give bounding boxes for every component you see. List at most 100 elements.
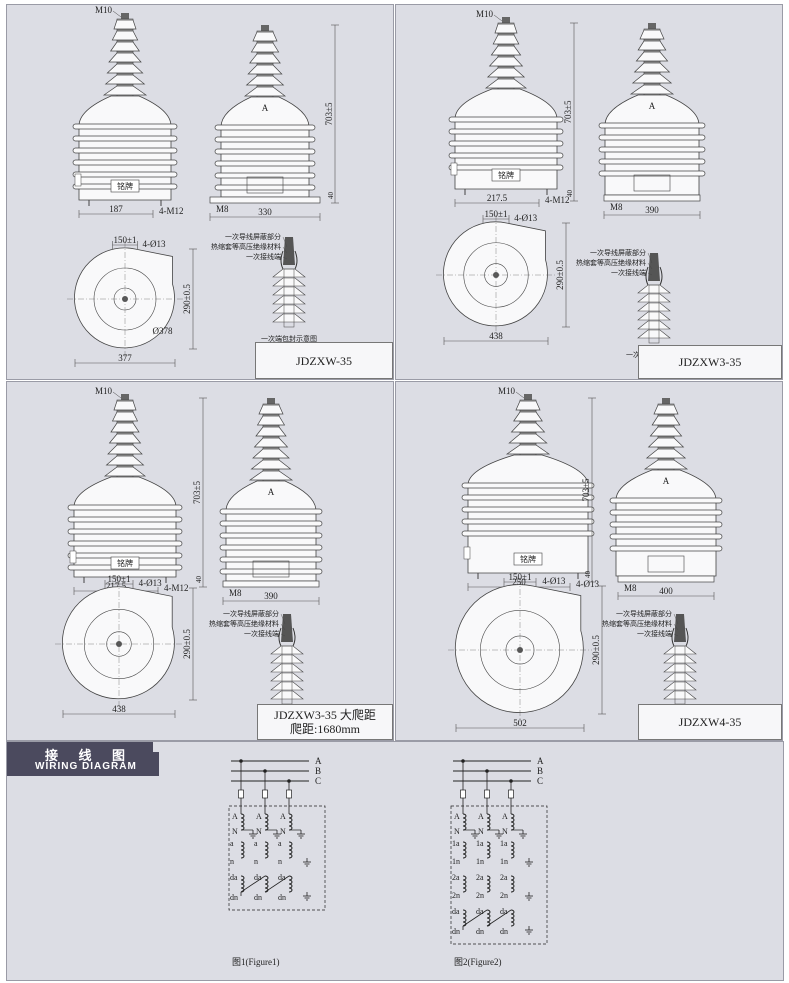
secondary-terminal-label: a: [254, 839, 258, 848]
encapsulation-note: 热缩套等高压绝缘材料: [209, 619, 279, 628]
model-name: JDZXW3-35 大爬距: [274, 708, 376, 722]
tab-width-dim: 150±1: [112, 235, 138, 249]
phase-letter-a: A: [649, 101, 656, 111]
residual-winding: [486, 909, 491, 927]
sketch-shed: [663, 663, 697, 673]
body-shed: [219, 532, 323, 539]
encapsulation-note: 一次导线屏蔽部分: [223, 609, 279, 618]
phase-label: B: [315, 766, 321, 776]
terminal-label-m10: M10: [476, 9, 494, 19]
body-shed: [461, 494, 595, 501]
residual-terminal-label: da: [500, 907, 508, 916]
body-shed: [219, 544, 323, 551]
shed: [110, 422, 140, 433]
shed: [488, 56, 524, 67]
primary-terminal-label: A: [256, 812, 262, 821]
primary-winding: [486, 813, 491, 831]
nameplate: [513, 552, 543, 566]
base-height-label: 40: [327, 192, 335, 200]
body-shed: [214, 148, 316, 155]
terminal-box: [463, 546, 471, 560]
residual-winding: [264, 875, 269, 893]
side-base-width-dim: 390: [222, 591, 320, 605]
terminal-box: [69, 550, 77, 564]
shed: [104, 74, 146, 85]
dimension-label: 290±0.5: [555, 260, 565, 290]
secondary-terminal-label: a: [230, 839, 234, 848]
phase-label: C: [315, 776, 321, 786]
sketch-shed: [637, 329, 671, 339]
front-insulator: [103, 394, 147, 478]
note-leader: [647, 272, 653, 276]
sketch-shed: [663, 645, 697, 655]
figure-2-caption: 图2(Figure2): [454, 957, 502, 967]
terminal-cap: [261, 25, 269, 32]
shed: [486, 67, 526, 78]
body-shed: [609, 521, 723, 528]
side-body: [609, 469, 723, 577]
body-shed: [609, 533, 723, 540]
sketch-shed: [637, 293, 671, 303]
secondary-neutral-label: 2n: [452, 891, 460, 900]
plan-view: [436, 215, 556, 335]
dimension-label: 217.5: [487, 193, 508, 203]
leader-line: [515, 391, 525, 399]
phase-letter-a: A: [262, 103, 269, 113]
note-leader: [673, 613, 679, 625]
encapsulation-note: 热缩套等高压绝缘材料: [576, 258, 646, 267]
phase-label: A: [537, 756, 544, 766]
tab-width-dim: 150±1: [503, 572, 537, 586]
front-body: [461, 454, 595, 574]
fuse: [286, 789, 292, 799]
heat-shrink: [280, 250, 298, 270]
body-shed: [214, 172, 316, 179]
plan-width-dim: 438: [62, 704, 176, 718]
bolt-label: 4-Ø13: [576, 579, 599, 589]
shed: [639, 29, 665, 40]
note-leader: [647, 262, 653, 270]
shed: [510, 422, 546, 433]
primary-winding: [510, 813, 515, 831]
body-shed: [72, 159, 178, 166]
secondary-winding: [486, 841, 491, 859]
shed: [250, 42, 280, 53]
secondary-neutral-label: n: [254, 857, 258, 866]
shed: [653, 404, 679, 415]
shed: [108, 52, 142, 63]
secondary-neutral-label: 1n: [452, 857, 460, 866]
leader-line: [112, 391, 122, 399]
shed: [252, 31, 278, 42]
secondary-terminal-label: 2a: [476, 873, 484, 882]
body-shed: [598, 134, 706, 141]
body-shed: [461, 482, 595, 489]
residual-terminal-label: da: [476, 907, 484, 916]
dimension-label: 150±1: [509, 572, 532, 582]
model-label: JDZXW-35: [255, 342, 393, 379]
terminal-cap: [662, 398, 670, 405]
nameplate-text: 铭牌: [117, 558, 133, 568]
body-shed: [219, 508, 323, 515]
plan-height-dim: 290±0.5: [182, 587, 197, 701]
body-outline: [73, 476, 177, 578]
transformer-enclosure: [228, 805, 326, 911]
mounting-base: [617, 575, 715, 583]
sketch-shed: [663, 681, 697, 691]
body-shed: [214, 160, 316, 167]
neutral-terminal-label: N: [454, 827, 460, 836]
bolt-label: 4-M12: [164, 583, 189, 593]
shed: [255, 426, 287, 437]
neutral-terminal-label: N: [256, 827, 262, 836]
note-leader: [280, 623, 286, 631]
sketch-shed: [272, 304, 306, 314]
body-shed: [214, 124, 316, 131]
terminal-box: [74, 173, 82, 187]
dimension-label: 703±5: [192, 481, 202, 504]
shed: [256, 415, 286, 426]
sketch-shed: [270, 663, 304, 673]
dimension-label: 187: [109, 204, 123, 214]
wiring-diagram-title: 接 线 图 WIRING DIAGRAM: [7, 742, 159, 776]
